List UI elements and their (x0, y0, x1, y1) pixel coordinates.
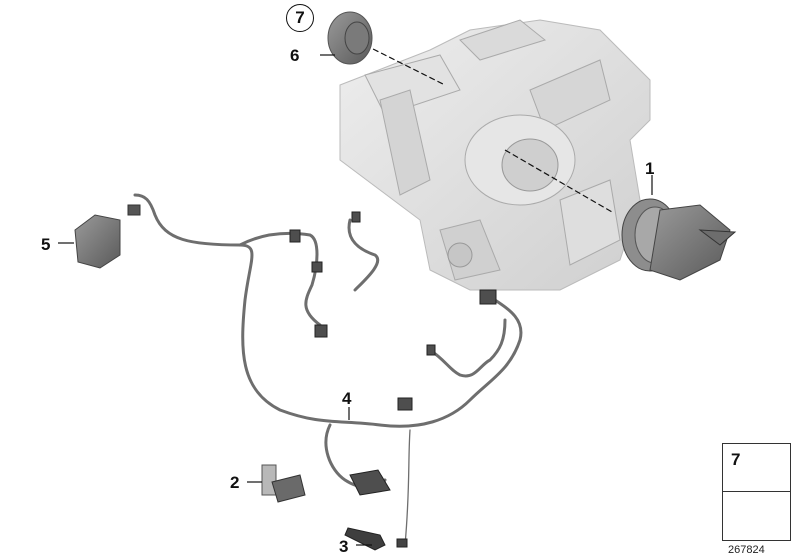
callout-5: 5 (41, 235, 51, 254)
document-id: 267824 (728, 544, 765, 556)
callout-6: 6 (290, 46, 300, 65)
actuator-part-5 (58, 204, 141, 269)
resistor-part-2 (247, 464, 306, 503)
blower-motor-part-1 (621, 175, 737, 281)
hvac-housing (339, 19, 651, 291)
inset-top-cell: 7 (723, 444, 790, 492)
callout-1: 1 (645, 159, 655, 178)
inset-box: 7 (722, 443, 791, 541)
harness-connectors (289, 211, 497, 496)
callout-7-circled: 7 (286, 4, 314, 32)
callout-2: 2 (230, 473, 240, 492)
inset-number: 7 (731, 450, 741, 469)
dashed-leader-lines (364, 44, 613, 213)
sensor-part-3 (344, 527, 408, 551)
callout-4: 4 (342, 389, 352, 408)
callout-7-label: 7 (295, 8, 305, 27)
wiring-harness-part-4 (133, 193, 523, 546)
callout-3: 3 (339, 537, 349, 556)
stepper-motor-part-6 (320, 11, 373, 65)
